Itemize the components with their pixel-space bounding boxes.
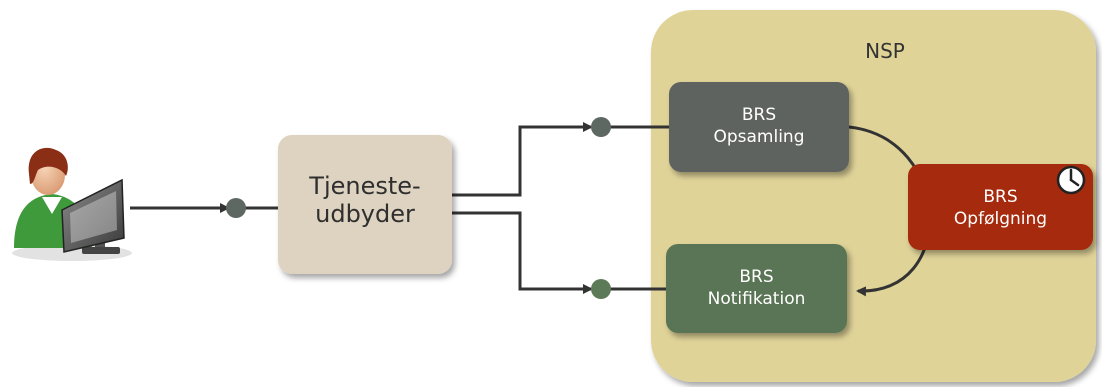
collection-label: BRS Opsamling xyxy=(669,104,849,148)
provider-label-line1: Tjeneste- xyxy=(309,172,421,200)
provider-to-collection-arrow xyxy=(452,122,593,197)
user-at-computer-icon xyxy=(12,147,132,261)
notification-input-port xyxy=(591,279,611,299)
collection-box xyxy=(669,82,849,172)
provider-label-line2: udbyder xyxy=(315,200,415,228)
nsp-label: NSP xyxy=(865,39,905,63)
followup-label-line2: Opfølgning xyxy=(953,209,1048,229)
provider-to-notification-arrow xyxy=(452,211,593,294)
notification-label: BRS Notifikation xyxy=(666,266,847,310)
followup-label: BRS Opfølgning xyxy=(908,186,1093,230)
followup-box xyxy=(908,164,1093,250)
notification-box xyxy=(666,244,847,333)
provider-label: Tjeneste- udbyder xyxy=(278,172,452,228)
collection-input-port xyxy=(591,117,611,137)
clock-icon xyxy=(1056,165,1086,195)
collection-label-line2: Opsamling xyxy=(713,127,805,147)
connectors xyxy=(130,122,932,297)
collection-label-line1: BRS xyxy=(741,105,777,125)
provider-box xyxy=(278,135,452,274)
notification-label-line2: Notifikation xyxy=(707,289,806,309)
followup-label-line1: BRS xyxy=(983,187,1018,207)
provider-input-port xyxy=(226,198,246,218)
notification-label-line1: BRS xyxy=(739,267,774,287)
